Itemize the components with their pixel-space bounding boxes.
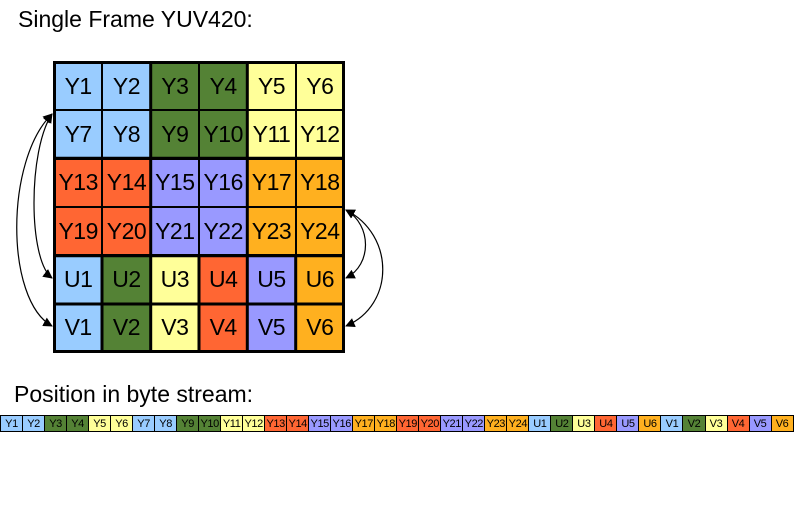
arrow-y-block-to-v1 [16,113,53,327]
stream-cell-y6: Y6 [110,415,134,432]
grid-cell-y20: Y20 [102,206,151,256]
grid-cell-u5: U5 [247,255,296,304]
arrow-y-block-to-v6 [345,209,384,327]
stream-cell-y3: Y3 [44,415,68,432]
grid-cell-v5: V5 [247,303,296,352]
stream-cell-u1: U1 [528,415,552,432]
stream-cell-y16: Y16 [330,415,354,432]
stream-cell-u3: U3 [572,415,596,432]
stream-cell-v1: V1 [660,415,684,432]
stream-cell-y4: Y4 [66,415,90,432]
stream-cell-y20: Y20 [418,415,442,432]
grid-cell-y23: Y23 [247,206,296,256]
grid-cell-u4: U4 [198,255,248,304]
stream-cell-y9: Y9 [176,415,200,432]
grid-cell-y13: Y13 [54,158,103,207]
grid-cell-u6: U6 [295,255,344,304]
grid-cell-y24: Y24 [295,206,344,256]
stream-cell-y8: Y8 [154,415,178,432]
grid-cell-y3: Y3 [150,62,199,111]
grid-cell-y12: Y12 [295,110,344,159]
stream-cell-y11: Y11 [220,415,244,432]
frame-title: Single Frame YUV420: [18,6,253,32]
grid-cell-y6: Y6 [295,62,344,111]
stream-cell-y13: Y13 [264,415,288,432]
grid-cell-y22: Y22 [198,206,248,256]
stream-cell-v4: V4 [726,415,750,432]
grid-cell-y5: Y5 [247,62,296,111]
stream-cell-y12: Y12 [242,415,266,432]
grid-cell-y4: Y4 [198,62,248,111]
stream-cell-y10: Y10 [198,415,222,432]
grid-cell-y16: Y16 [198,158,248,207]
stream-cell-y19: Y19 [396,415,420,432]
stream-cell-y14: Y14 [286,415,310,432]
stream-cell-y21: Y21 [440,415,464,432]
arrow-y-block-to-u1 [33,113,53,279]
stream-cell-y24: Y24 [506,415,530,432]
grid-cell-y14: Y14 [102,158,151,207]
grid-cell-y18: Y18 [295,158,344,207]
stream-cell-y1: Y1 [0,415,24,432]
stream-cell-v2: V2 [682,415,706,432]
stream-title: Position in byte stream: [14,381,254,407]
grid-cell-u1: U1 [54,255,103,304]
stream-cell-y15: Y15 [308,415,332,432]
stream-cell-u6: U6 [638,415,662,432]
grid-cell-u3: U3 [150,255,199,304]
grid-cell-y17: Y17 [247,158,296,207]
stream-cell-y23: Y23 [484,415,508,432]
grid-cell-y2: Y2 [102,62,151,111]
grid-cell-y10: Y10 [198,110,248,159]
stream-cell-y7: Y7 [132,415,156,432]
stream-cell-y2: Y2 [22,415,46,432]
grid-cell-v1: V1 [54,303,103,352]
arrow-y-block-to-u6 [345,209,367,279]
stream-cell-u2: U2 [550,415,574,432]
grid-cell-y7: Y7 [54,110,103,159]
grid-cell-v6: V6 [295,303,344,352]
grid-cell-y11: Y11 [247,110,296,159]
grid-cell-v2: V2 [102,303,151,352]
grid-cell-y21: Y21 [150,206,199,256]
grid-cell-y8: Y8 [102,110,151,159]
grid-cell-v4: V4 [198,303,248,352]
grid-cell-u2: U2 [102,255,151,304]
grid-cell-y19: Y19 [54,206,103,256]
stream-cell-u5: U5 [616,415,640,432]
stream-cell-v3: V3 [704,415,728,432]
stream-cell-v5: V5 [748,415,772,432]
grid-cell-y15: Y15 [150,158,199,207]
stream-cell-y18: Y18 [374,415,398,432]
grid-cell-v3: V3 [150,303,199,352]
grid-cell-y1: Y1 [54,62,103,111]
stream-cell-y5: Y5 [88,415,112,432]
stream-cell-v6: V6 [770,415,794,432]
stream-cell-y22: Y22 [462,415,486,432]
stream-cell-y17: Y17 [352,415,376,432]
stream-cell-u4: U4 [594,415,618,432]
grid-cell-y9: Y9 [150,110,199,159]
